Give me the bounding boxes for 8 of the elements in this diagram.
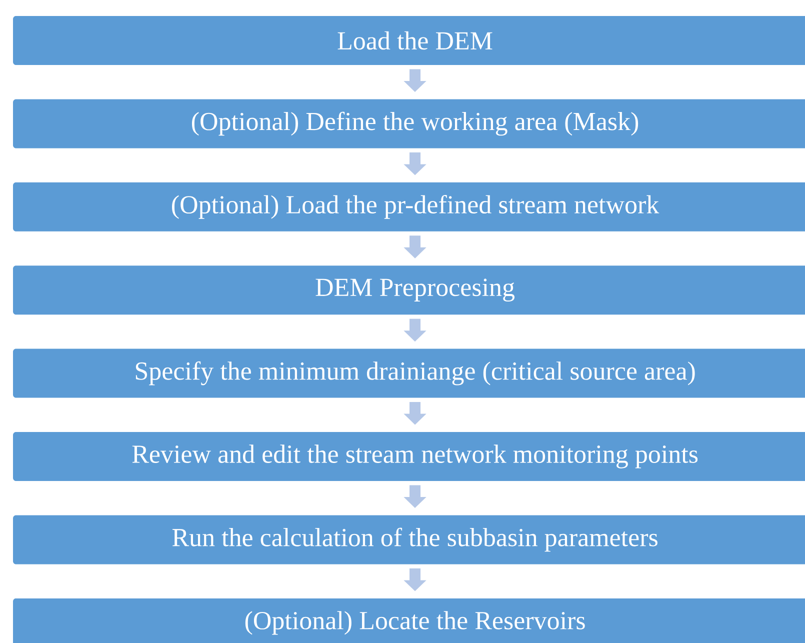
process-box: (Optional) Define the working area (Mask) xyxy=(13,99,805,148)
process-box: (Optional) Load the pr-defined stream network xyxy=(13,182,805,232)
process-box: Specify the minimum drainiange (critical source area) xyxy=(13,348,805,398)
process-box: (Optional) Locate the Reservoirs xyxy=(13,598,805,643)
process-box: DEM Preprocesing xyxy=(13,266,805,315)
process-box: Review and edit the stream network monitoring points xyxy=(13,432,805,481)
process-box: Load the DEM xyxy=(13,16,805,65)
process-box: Run the calculation of the subbasin parameters xyxy=(13,515,805,564)
